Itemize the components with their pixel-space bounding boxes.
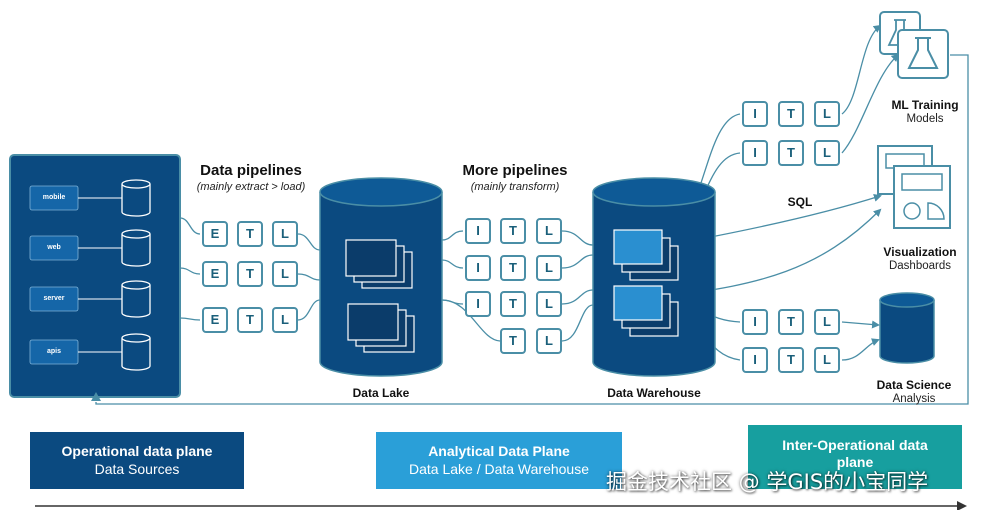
etl-box-e: E [202, 221, 228, 247]
ml-training-title: ML Training [891, 98, 959, 112]
operational-plane: Operational data plane Data Sources [30, 432, 244, 489]
itl-box-t: T [778, 347, 804, 373]
ml-training-sub: Models [906, 113, 944, 125]
itl-box-i: I [742, 309, 768, 335]
itl-box-i: I [742, 101, 768, 127]
sql-label: SQL [787, 195, 813, 209]
visualization-title: Visualization [883, 245, 957, 259]
itl-box-t: T [778, 309, 804, 335]
data-science-sub: Analysis [892, 393, 936, 405]
dashboard-icon [893, 165, 951, 229]
itl-box-t: T [500, 218, 526, 244]
itl-box-t: T [778, 140, 804, 166]
operational-plane-title: Operational data plane [61, 443, 213, 459]
itl-box-t: T [778, 101, 804, 127]
analytical-plane-box [376, 432, 622, 489]
inter-operational-plane: Inter-Operational data plane [748, 425, 962, 489]
etl-box-e: E [202, 307, 228, 333]
pipelines-1-title: Data pipelines [200, 162, 302, 179]
etl-box-l: L [272, 221, 298, 247]
itl-box-i: I [465, 255, 491, 281]
analytical-plane-sub: Data Lake / Data Warehouse [408, 461, 590, 477]
analytical-plane: Analytical Data Plane Data Lake / Data W… [376, 432, 622, 489]
itl-box-l: L [536, 255, 562, 281]
etl-box-l: L [272, 307, 298, 333]
operational-plane-sub: Data Sources [94, 461, 180, 477]
visualization-sub: Dashboards [888, 260, 951, 272]
inter-plane-title: Inter-Operational data plane [782, 437, 928, 470]
data-lake-label: Data Lake [352, 386, 410, 400]
source-item-label: server [43, 295, 65, 302]
itl-box-t: T [500, 255, 526, 281]
inter-plane-box [748, 425, 962, 489]
operational-plane-box [30, 432, 244, 489]
source-item-label: apis [46, 348, 61, 355]
itl-box-l: L [536, 218, 562, 244]
database-icon [121, 229, 151, 267]
itl-box-l: L [814, 309, 840, 335]
etl-box-e: E [202, 261, 228, 287]
itl-box-l: L [814, 347, 840, 373]
etl-box-t: T [237, 261, 263, 287]
itl-box-l: L [536, 328, 562, 354]
itl-box-t: T [500, 328, 526, 354]
watermark-text: 掘金技术社区 @ 学GIS的小宝同学 [606, 470, 929, 494]
itl-box-i: I [742, 347, 768, 373]
flask-icon [897, 29, 949, 79]
source-item-label: mobile [42, 194, 66, 201]
pipelines-2-subtitle: (mainly transform) [470, 181, 560, 193]
data-warehouse-label: Data Warehouse [607, 386, 701, 400]
etl-box-t: T [237, 307, 263, 333]
itl-box-l: L [814, 101, 840, 127]
database-icon [121, 333, 151, 371]
database-icon [121, 179, 151, 217]
analytical-plane-title: Analytical Data Plane [428, 443, 570, 459]
feedback-arrowhead [91, 392, 101, 401]
data-science-database-icon [879, 292, 935, 364]
itl-box-i: I [465, 218, 491, 244]
etl-box-l: L [272, 261, 298, 287]
itl-box-i: I [742, 140, 768, 166]
pipelines-1-subtitle: (mainly extract > load) [196, 181, 306, 193]
itl-box-l: L [536, 291, 562, 317]
database-icon [121, 280, 151, 318]
data-science-title: Data Science [876, 378, 952, 392]
etl-box-t: T [237, 221, 263, 247]
itl-box-t: T [500, 291, 526, 317]
itl-box-l: L [814, 140, 840, 166]
pipelines-2-title: More pipelines [462, 162, 568, 179]
itl-box-i: I [465, 291, 491, 317]
source-item-label: web [47, 244, 61, 251]
